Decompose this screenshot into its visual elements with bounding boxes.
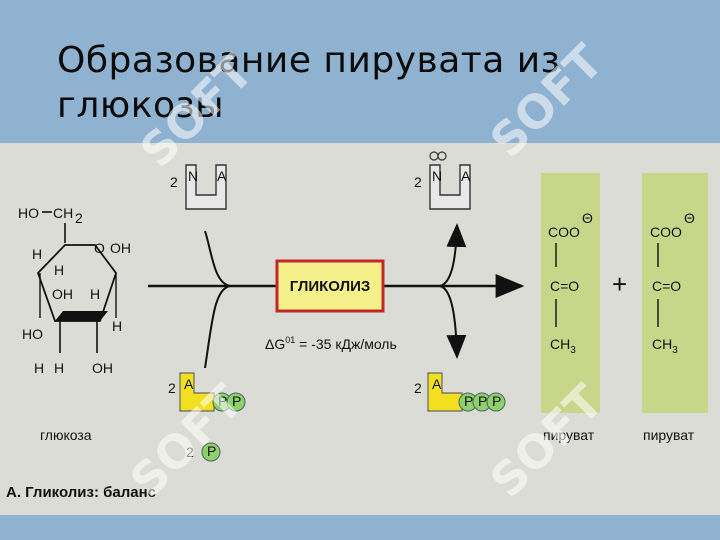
glucose-h1: H [32, 246, 42, 262]
atp-a: A [432, 376, 442, 392]
glucose-ring-o: O [94, 240, 105, 256]
glucose-h3: H [90, 286, 100, 302]
pyruvate-1-charge: Θ [582, 210, 593, 226]
pyruvate-2-charge: Θ [684, 210, 695, 226]
adp-input-curve [204, 285, 231, 369]
energy-label: ΔG01 = -35 кДж/моль [265, 335, 397, 352]
glucose-oh1: OH [110, 240, 131, 256]
adp-phosphate-2: P [232, 393, 241, 409]
glucose-h4: H [112, 318, 122, 334]
adp-count: 2 [168, 380, 176, 396]
glucose-oh2: OH [52, 286, 73, 302]
pyruvate-1-ch: CH3 [550, 336, 576, 356]
plus-sign: + [612, 269, 627, 299]
atp-phosphate-3: P [492, 393, 501, 409]
atp-phosphate-1: P [464, 393, 473, 409]
title-line-1: Образование пирувата из [57, 40, 561, 81]
nad-n: N [188, 168, 198, 184]
glycolysis-box: ГЛИКОЛИЗ [275, 259, 385, 313]
pyruvate-2: COO Θ C=O CH3 пируват [642, 173, 708, 443]
glycolysis-label: ГЛИКОЛИЗ [290, 278, 371, 295]
pyruvate-1-co: C=O [550, 278, 579, 294]
adp-phosphate-1: P [218, 393, 227, 409]
glucose-h2: H [54, 262, 64, 278]
figure-caption: А. Гликолиз: баланс [6, 484, 156, 501]
nad-count: 2 [170, 174, 178, 190]
nadh-a: A [461, 168, 471, 184]
atp-output: 2 A P P P [414, 372, 506, 412]
atp-phosphate-2: P [478, 393, 487, 409]
glycolysis-diagram: HO CH 2 H O OH H H OH H HO H H OH глюкоз… [6, 151, 708, 501]
pyruvate-2-coo: COO [650, 224, 682, 240]
nadh-output: 2 N A [414, 151, 471, 210]
pyruvate-2-label: пируват [643, 427, 695, 443]
glucose-ch-sub: 2 [75, 210, 83, 226]
pyruvate-1: COO Θ C=O CH3 пируват [541, 173, 600, 443]
glucose-oh3: OH [92, 360, 113, 376]
nad-input: 2 N A [170, 164, 227, 210]
glucose-h6: H [54, 360, 64, 376]
pyruvate-1-label: пируват [543, 427, 595, 443]
glycolysis-figure: HO CH 2 H O OH H H OH H HO H H OH глюкоз… [0, 143, 720, 515]
glucose-ho-bottom: HO [22, 326, 43, 342]
nadh-count: 2 [414, 174, 422, 190]
adp-a: A [184, 376, 194, 392]
pyruvate-1-coo: COO [548, 224, 580, 240]
glucose-ho-top: HO [18, 205, 39, 221]
nadh-n: N [432, 168, 442, 184]
pi-count: 2 [186, 444, 194, 460]
adp-input: 2 A P P 2 P [168, 372, 246, 462]
pyruvate-2-ch: CH3 [652, 336, 678, 356]
glucose-structure: HO CH 2 H O OH H H OH H HO H H OH глюкоз… [18, 205, 131, 443]
glucose-label: глюкоза [40, 427, 92, 443]
atp-count: 2 [414, 380, 422, 396]
nad-a: A [217, 168, 227, 184]
title-line-2: глюкозы [57, 85, 225, 126]
pi-phosphate: P [207, 443, 216, 459]
nadh-output-curve [439, 223, 467, 287]
glucose-ch: CH [53, 205, 73, 221]
glucose-h5: H [34, 360, 44, 376]
nad-input-curve [204, 230, 231, 287]
pyruvate-2-co: C=O [652, 278, 681, 294]
atp-output-curve [439, 285, 467, 359]
slide-title: Образование пирувата из глюкозы [57, 38, 677, 128]
